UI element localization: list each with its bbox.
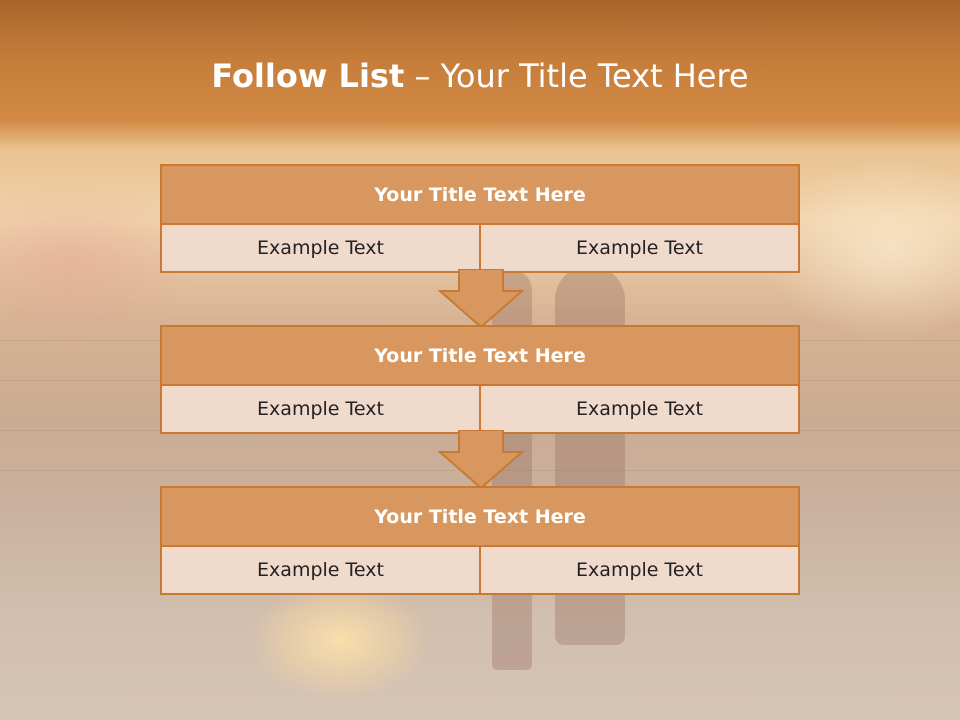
block-title: Your Title Text Here — [162, 166, 798, 225]
block-row: Example Text Example Text — [162, 547, 798, 593]
block-cell-left: Example Text — [257, 559, 384, 581]
slide-title-bold: Follow List — [211, 57, 405, 95]
block-cell-right: Example Text — [479, 386, 798, 432]
block-title: Your Title Text Here — [162, 327, 798, 386]
sun-reflection — [250, 580, 430, 700]
block-cell-left: Example Text — [257, 398, 384, 420]
list-block-3: Your Title Text Here Example Text Exampl… — [160, 486, 800, 595]
list-block-2: Your Title Text Here Example Text Exampl… — [160, 325, 800, 434]
block-row: Example Text Example Text — [162, 225, 798, 271]
block-cell-right: Example Text — [479, 225, 798, 271]
down-arrow-icon — [438, 430, 524, 490]
down-arrow-icon — [438, 269, 524, 329]
block-row: Example Text Example Text — [162, 386, 798, 432]
slide-title-rest: – Your Title Text Here — [414, 57, 749, 95]
list-block-1: Your Title Text Here Example Text Exampl… — [160, 164, 800, 273]
block-title: Your Title Text Here — [162, 488, 798, 547]
block-cell-left: Example Text — [257, 237, 384, 259]
slide-title: Follow List – Your Title Text Here — [0, 54, 960, 98]
block-cell-right: Example Text — [479, 547, 798, 593]
